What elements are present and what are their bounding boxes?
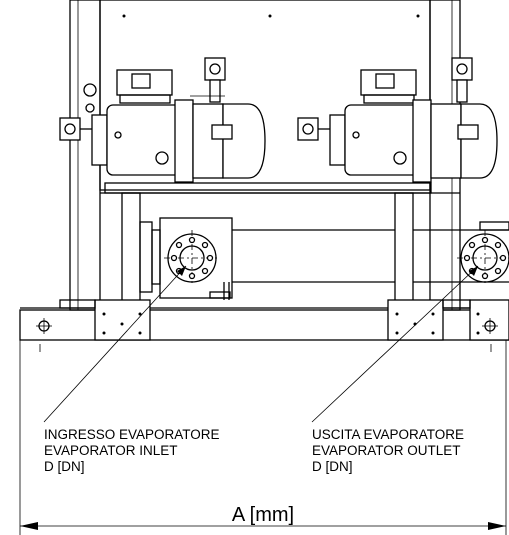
compressor-right bbox=[297, 57, 498, 183]
dimension-label: A [mm] bbox=[232, 504, 294, 526]
compressor-base bbox=[100, 182, 460, 309]
inlet-leader-line bbox=[43, 265, 187, 423]
inlet-label: INGRESSO EVAPORATORE EVAPORATOR INLET D … bbox=[44, 427, 220, 474]
outlet-label: USCITA EVAPORATORE EVAPORATOR OUTLET D [… bbox=[312, 427, 464, 474]
outlet-flange bbox=[457, 230, 509, 286]
outlet-leader-arrow bbox=[469, 266, 478, 276]
inlet-label-line2: EVAPORATOR INLET bbox=[44, 443, 178, 458]
outlet-label-line2: EVAPORATOR OUTLET bbox=[312, 443, 461, 458]
dimension-a: A [mm] bbox=[20, 504, 506, 530]
inlet-leader-arrow bbox=[177, 266, 186, 276]
dimension-arrow-right bbox=[488, 522, 506, 530]
outlet-label-line1: USCITA EVAPORATORE bbox=[312, 427, 464, 442]
inlet-flange bbox=[164, 230, 220, 286]
inlet-label-line1: INGRESSO EVAPORATORE bbox=[44, 427, 220, 442]
outlet-label-line3: D [DN] bbox=[312, 459, 353, 474]
outlet-leader-line bbox=[311, 265, 479, 423]
dimension-arrow-left bbox=[20, 522, 38, 530]
inlet-label-line3: D [DN] bbox=[44, 459, 85, 474]
compressor-left bbox=[59, 57, 266, 183]
base-rail bbox=[19, 299, 509, 352]
